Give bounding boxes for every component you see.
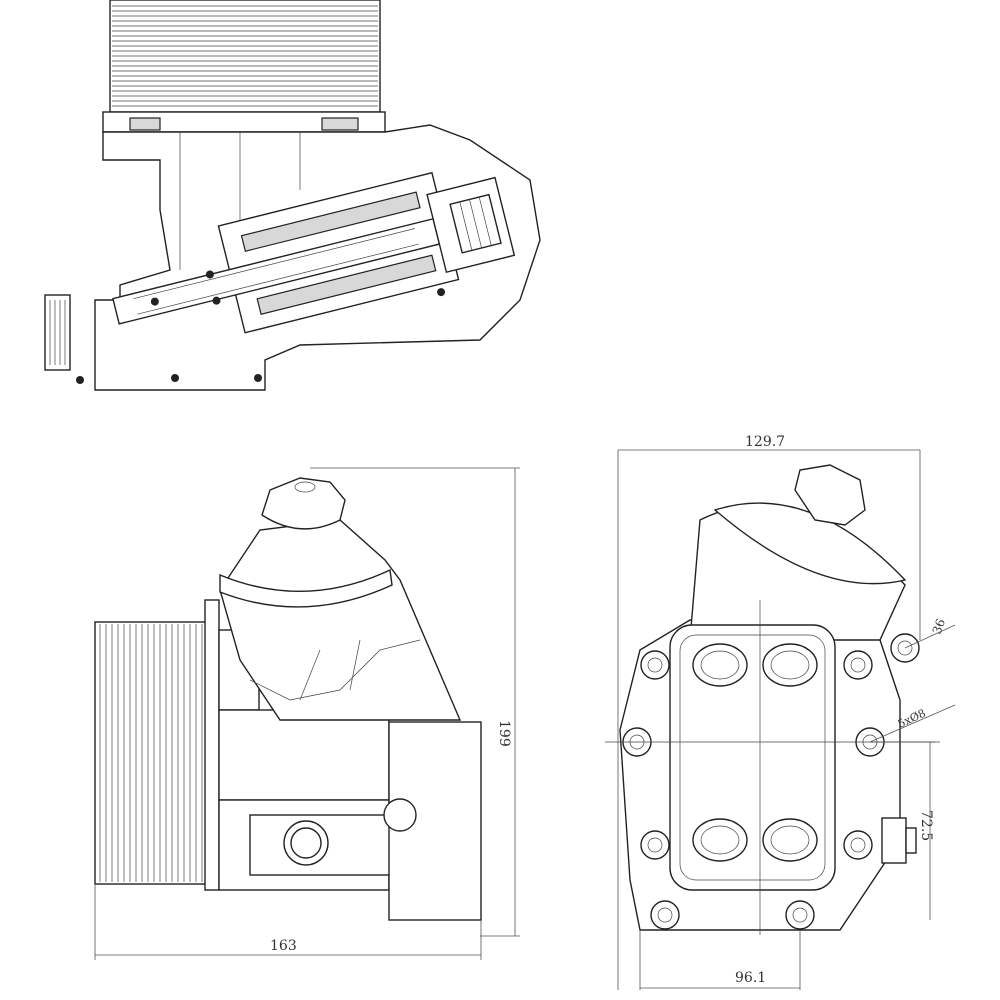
hole-diameter-label: 36 <box>930 617 948 636</box>
bolt-hole <box>650 900 680 930</box>
oil-port <box>762 643 818 687</box>
bolt-hole <box>843 830 873 860</box>
oil-port <box>762 818 818 862</box>
base-dimension-label: 96.1 <box>735 970 766 986</box>
width-front-dimension-label: 129.7 <box>745 434 785 450</box>
height-dimension-label: 199 <box>496 720 512 747</box>
section-view <box>44 0 541 391</box>
width-dimension-label: 163 <box>270 938 297 954</box>
bolt-hole <box>640 650 670 680</box>
side-view: 199 163 <box>94 467 520 960</box>
bolt-hole <box>785 900 815 930</box>
oil-port <box>692 818 748 862</box>
oil-port <box>692 643 748 687</box>
bolt-hole <box>640 830 670 860</box>
bolt-hole <box>843 650 873 680</box>
offset-dimension-label: 72.5 <box>918 810 934 841</box>
front-view: 129.7 96.1 72.5 36 5xØ8 <box>605 434 956 990</box>
